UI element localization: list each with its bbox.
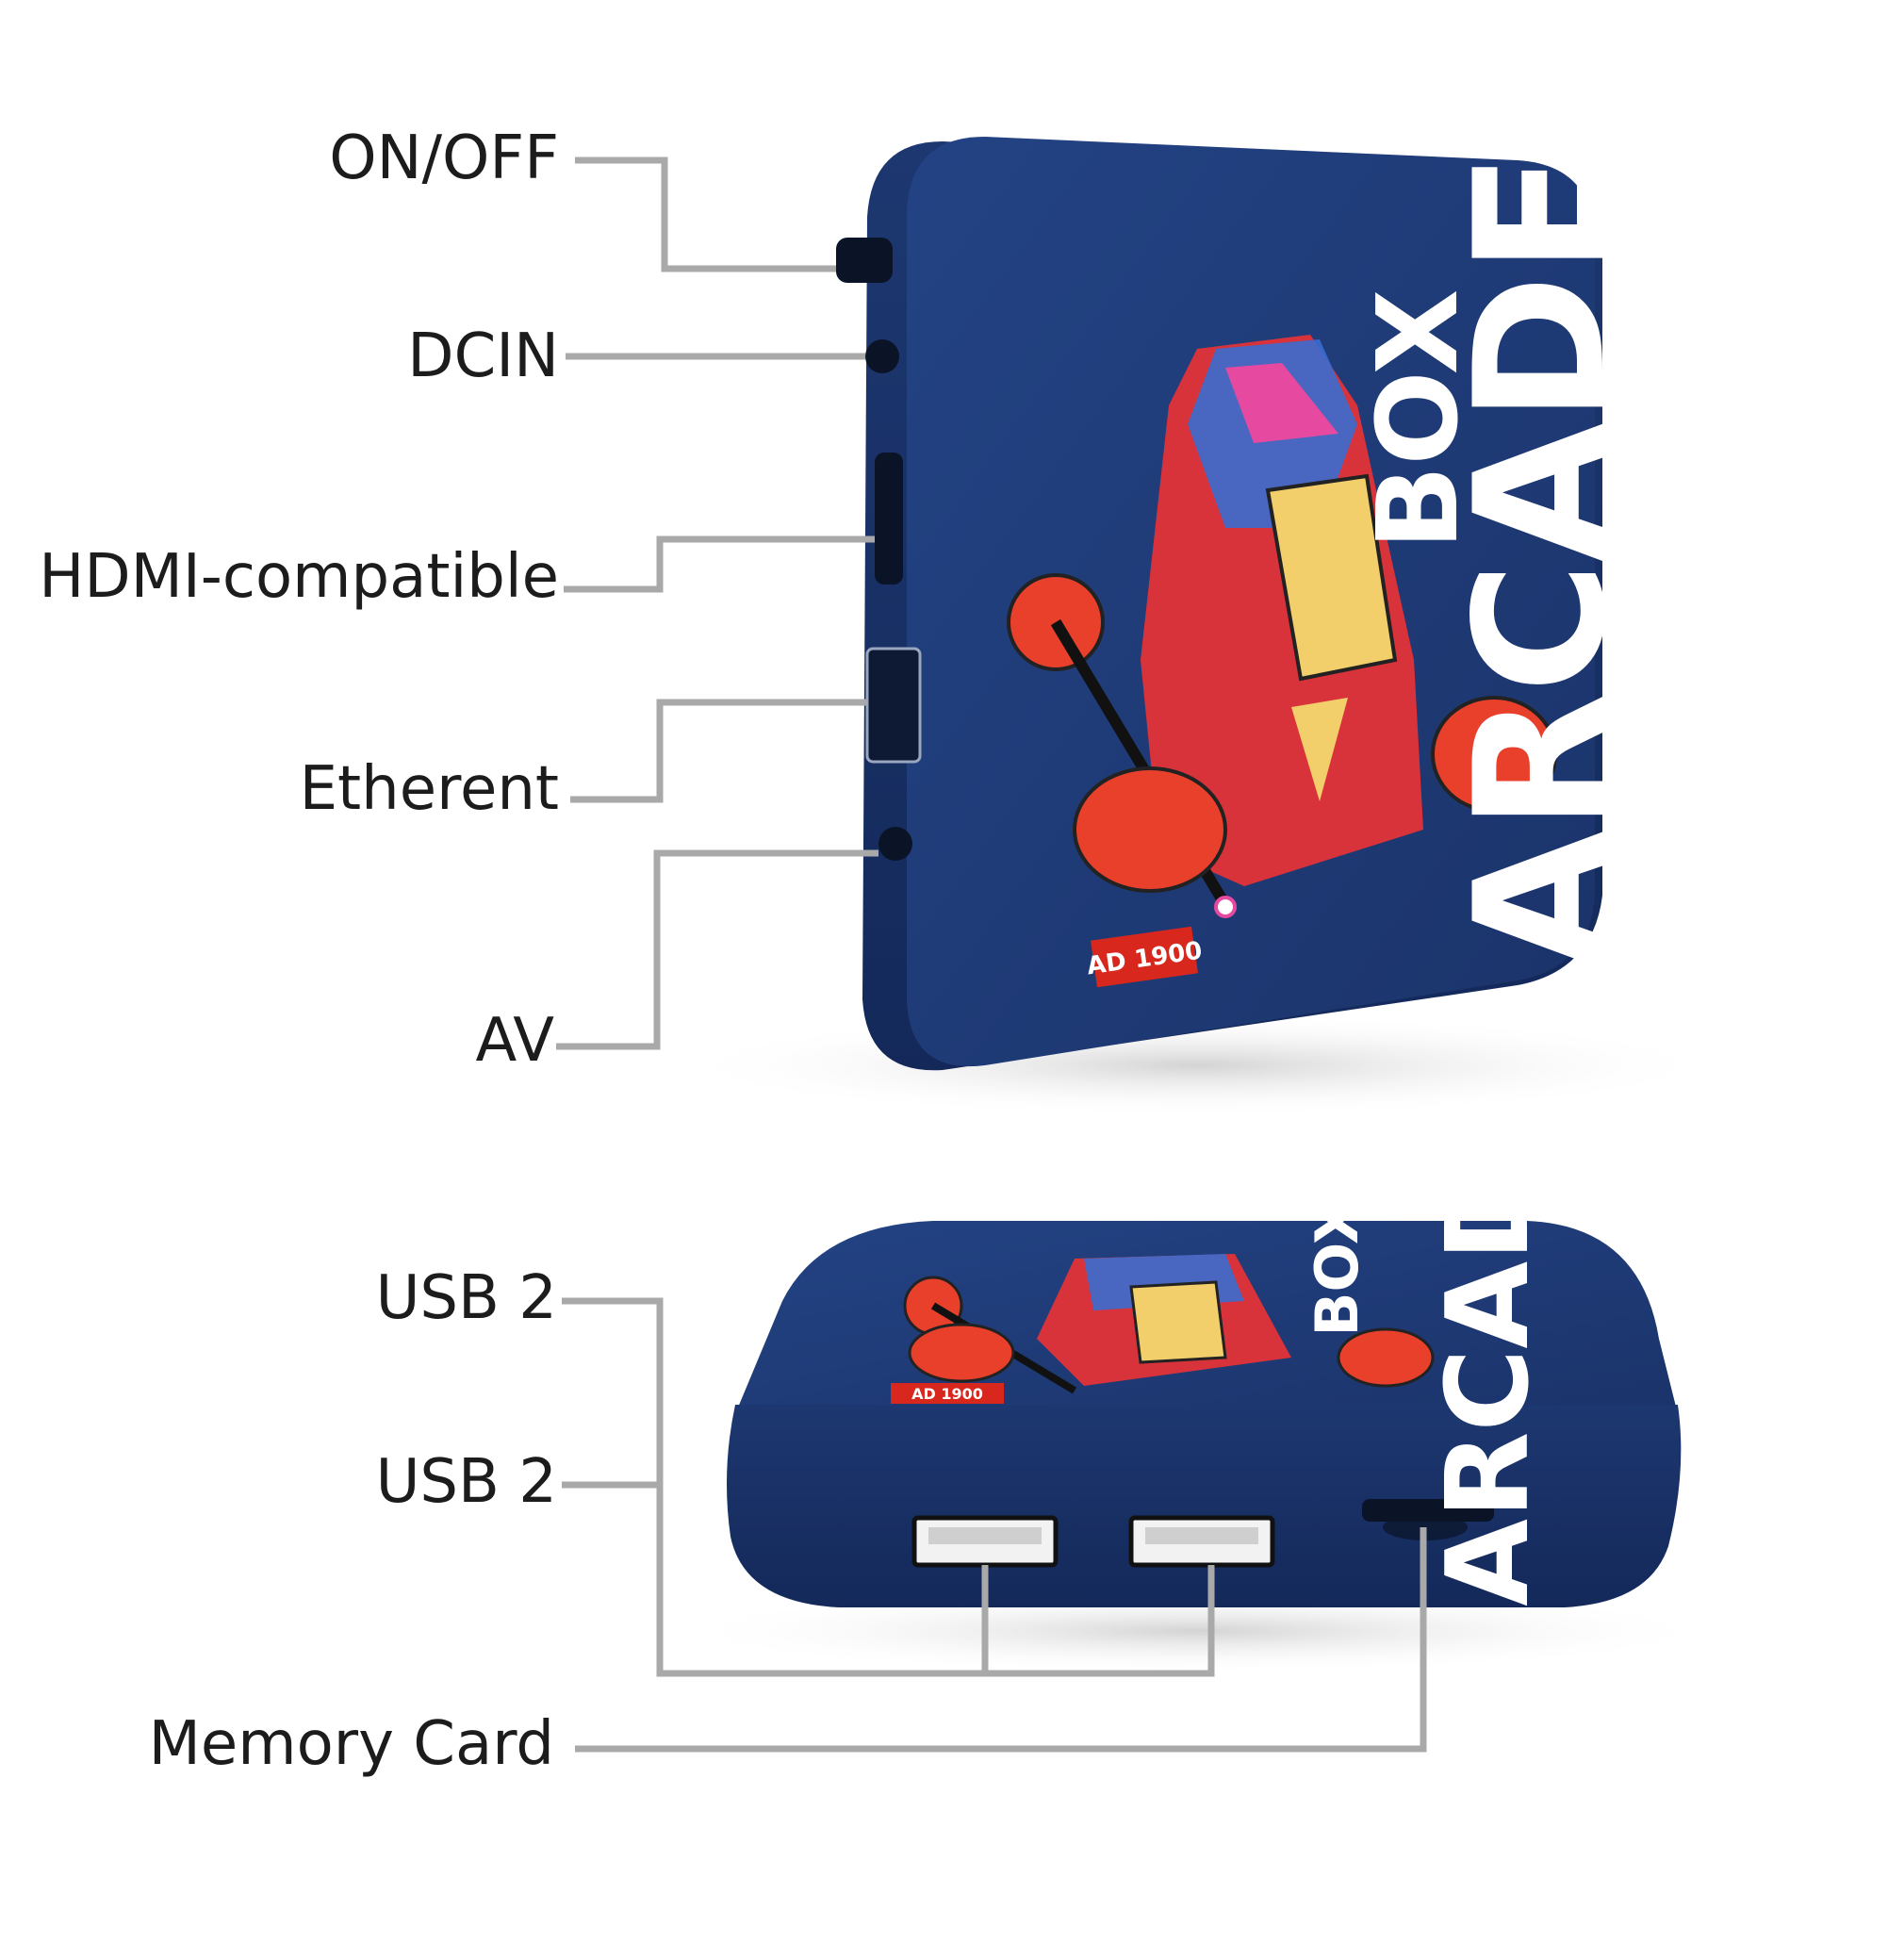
arcade-mascot-illustration-mini xyxy=(903,1254,1435,1394)
label-usb-top: USB 2 xyxy=(375,1263,557,1333)
brand-box-text: BOX xyxy=(1353,288,1483,550)
model-badge-mini xyxy=(891,1383,1004,1404)
leader-av xyxy=(556,849,878,1050)
memory-card-slot-icon xyxy=(1362,1499,1494,1522)
dc-jack-icon xyxy=(865,339,899,373)
label-dcin: DCIN xyxy=(407,321,559,391)
ethernet-port-icon xyxy=(865,647,922,764)
device-side-view: AD 1900 BOX ARCADE xyxy=(669,137,1725,1117)
av-jack-icon xyxy=(878,827,912,861)
label-usb-bottom: USB 2 xyxy=(375,1447,557,1517)
leader-usb-top xyxy=(562,1297,989,1677)
leader-on-off xyxy=(575,156,836,272)
leader-hdmi xyxy=(564,535,875,593)
label-hdmi: HDMI-compatible xyxy=(39,542,559,612)
leader-memory-card xyxy=(575,1527,1427,1753)
label-av: AV xyxy=(475,1006,554,1076)
arcade-mascot-illustration xyxy=(1007,335,1557,918)
brand-arcade-text: ARCADE xyxy=(1437,152,1645,969)
brand-arcade-text-mini: ARCADE xyxy=(1423,1090,1554,1606)
device-front-view: AD 1900 BOX ARCADE xyxy=(669,1090,1725,1673)
device-front-shadow xyxy=(669,1589,1725,1673)
label-on-off: ON/OFF xyxy=(329,124,559,193)
leader-usb-join xyxy=(985,1565,1215,1677)
label-memory-card: Memory Card xyxy=(148,1709,554,1779)
leader-ethernet xyxy=(570,699,867,803)
model-badge-mini-text: AD 1900 xyxy=(911,1385,983,1403)
model-badge xyxy=(1091,926,1198,988)
brand-box-text-mini: BOX xyxy=(1303,1199,1371,1337)
power-knob-icon xyxy=(836,238,893,283)
hdmi-port-icon xyxy=(875,453,903,585)
label-ethernet: Etherent xyxy=(299,754,559,824)
leader-lines xyxy=(556,156,1427,1753)
